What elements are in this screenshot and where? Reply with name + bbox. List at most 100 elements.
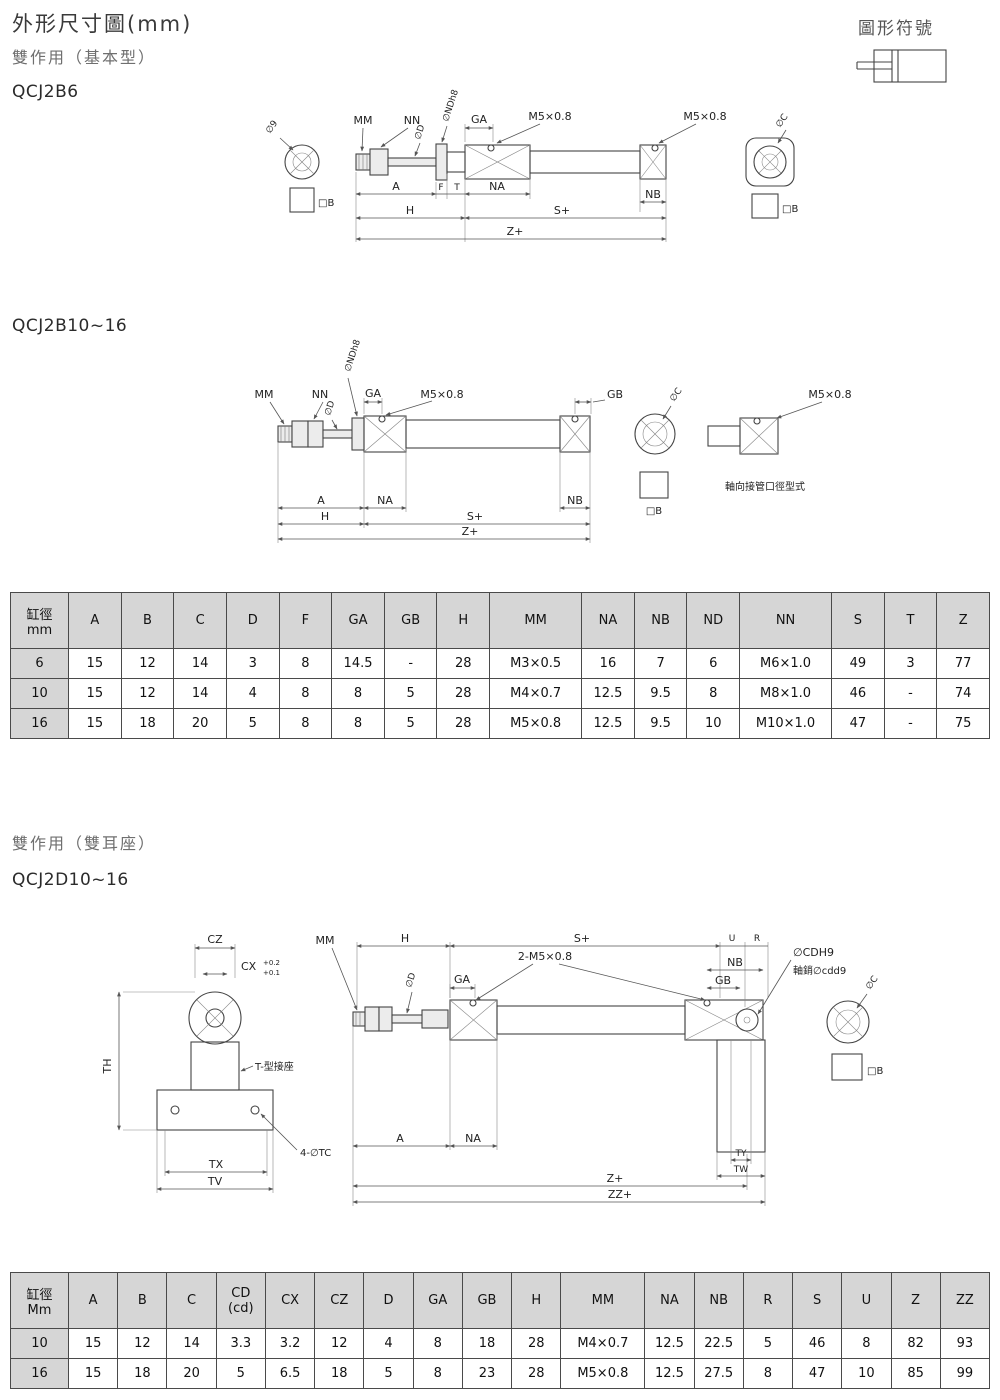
dim-nb: NB xyxy=(645,188,661,201)
dim-gb: GB xyxy=(715,974,731,987)
column-header: 缸徑 mm xyxy=(10,592,69,649)
column-header: F xyxy=(278,592,333,649)
table-cell: 23 xyxy=(461,1358,513,1389)
cylinder-side-view xyxy=(352,999,766,1153)
page-title: 外形尺寸圖(mm) xyxy=(12,12,193,36)
table-cell: 12 xyxy=(120,648,175,679)
table-cell: 12.5 xyxy=(581,678,635,709)
dim-mm: MM xyxy=(316,934,335,947)
model-qcj2b10-16: QCJ2B10~16 xyxy=(12,316,128,336)
dim-th: TH xyxy=(101,1059,114,1075)
section-basic-subtitle: 雙作用（基本型） xyxy=(12,48,157,67)
table-cell: M3×0.5 xyxy=(489,648,583,679)
table-cell: - xyxy=(883,708,938,739)
table-cell: 14.5 xyxy=(331,648,385,679)
table-cell: 8 xyxy=(278,708,333,739)
table-cell: 93 xyxy=(939,1328,991,1359)
graphic-symbol-title: 圖形符號 xyxy=(858,19,934,39)
row-header-cell: 16 xyxy=(10,1358,69,1389)
dim-nn: NN xyxy=(312,388,328,401)
column-header: NA xyxy=(644,1272,695,1329)
table-cell: 15 xyxy=(67,1328,119,1359)
dim-na: NA xyxy=(489,180,505,193)
table-cell: M4×0.7 xyxy=(560,1328,646,1359)
column-header: GA xyxy=(331,592,385,649)
table-cell: 4 xyxy=(225,678,280,709)
dim-cx-tol-upper: +0.2 xyxy=(263,959,280,967)
dim-s: S+ xyxy=(574,932,590,945)
table-cell: 5 xyxy=(225,708,280,739)
table-cell: 8 xyxy=(331,678,385,709)
table-cell: 9.5 xyxy=(633,708,688,739)
table-cell: M5×0.8 xyxy=(560,1358,646,1389)
dim-axial-m5: M5×0.8 xyxy=(808,388,851,401)
table-cell: 12.5 xyxy=(581,708,635,739)
table-cell: 20 xyxy=(173,708,227,739)
column-header: NB xyxy=(633,592,688,649)
column-header: MM xyxy=(489,592,583,649)
table-cell: 15 xyxy=(68,708,122,739)
dim-t: T xyxy=(453,183,460,193)
table-cell: M4×0.7 xyxy=(489,678,583,709)
table-cell: 20 xyxy=(166,1358,217,1389)
column-header: NA xyxy=(581,592,635,649)
table-cell: 12 xyxy=(117,1328,168,1359)
model-qcj2b6: QCJ2B6 xyxy=(12,82,79,102)
column-header: A xyxy=(67,1272,119,1329)
dim-cx-tol-lower: +0.1 xyxy=(263,969,280,977)
dim-nb: NB xyxy=(567,494,583,507)
dim-r: R xyxy=(754,934,760,944)
table-cell: M6×1.0 xyxy=(739,648,833,679)
table-cell: 6.5 xyxy=(264,1358,316,1389)
table-cell: 27.5 xyxy=(693,1358,744,1389)
table-cell: 99 xyxy=(939,1358,991,1389)
axial-port-note: 軸向接管口徑型式 xyxy=(725,480,805,493)
table-cell: 5 xyxy=(383,708,438,739)
table-cell: 14 xyxy=(173,678,227,709)
dim-f: F xyxy=(438,183,443,193)
column-header: B xyxy=(117,1272,168,1329)
dim-a: A xyxy=(392,180,400,193)
table-cell: 4 xyxy=(363,1328,414,1359)
table-cell: 28 xyxy=(436,678,491,709)
column-header: GA xyxy=(412,1272,463,1329)
table-cell: 18 xyxy=(314,1358,365,1389)
dim-c-diameter: ∅C xyxy=(668,386,684,403)
table-cell: 82 xyxy=(890,1328,941,1359)
dim-a: A xyxy=(396,1132,404,1145)
dim-cdh9: ∅CDH9 xyxy=(793,946,834,959)
column-header: S xyxy=(792,1272,843,1329)
dim-b-square-right: □B xyxy=(782,204,798,215)
dim-ga: GA xyxy=(365,387,382,400)
table-cell: 28 xyxy=(511,1358,562,1389)
qcj2d10-16-dimension-drawing: CZ CX +0.2 +0.1 TH T-型接座 4-∅TC TX TV xyxy=(101,932,883,1206)
table-cell: 3.2 xyxy=(264,1328,316,1359)
dim-na: NA xyxy=(465,1132,481,1145)
column-header: CX xyxy=(264,1272,316,1329)
column-header: CD (cd) xyxy=(215,1272,266,1329)
section-clevis-subtitle: 雙作用（雙耳座） xyxy=(12,834,157,853)
column-header: U xyxy=(841,1272,892,1329)
column-header: S xyxy=(831,592,885,649)
dim-ga: GA xyxy=(471,113,488,126)
cylinder-symbol-drawing xyxy=(856,49,947,83)
table-cell: 9.5 xyxy=(633,678,688,709)
table-cell: 12.5 xyxy=(644,1358,695,1389)
head-end-view xyxy=(826,993,870,1081)
column-header: R xyxy=(742,1272,794,1329)
dim-nn: NN xyxy=(404,114,420,127)
dim-na: NA xyxy=(377,494,393,507)
dim-c-diameter: ∅C xyxy=(774,112,790,129)
table-cell: 28 xyxy=(436,708,491,739)
table-cell: 5 xyxy=(383,678,438,709)
column-header: D xyxy=(363,1272,414,1329)
row-header-cell: 10 xyxy=(10,1328,69,1359)
column-header: D xyxy=(225,592,280,649)
cylinder-side-view xyxy=(355,143,667,181)
